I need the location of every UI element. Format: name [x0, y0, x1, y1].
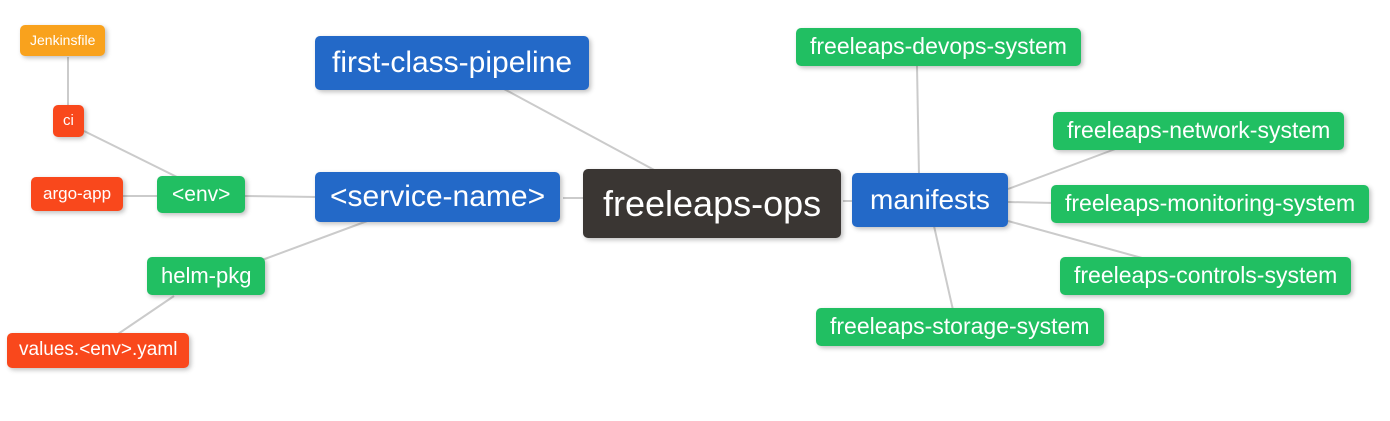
edge-service-name-helm-pkg: [261, 219, 371, 261]
edge-pipeline-freeleaps-ops: [503, 88, 659, 173]
node-freeleaps-monitoring-system[interactable]: freeleaps-monitoring-system: [1051, 185, 1370, 223]
node-argo-app[interactable]: argo-app: [31, 177, 124, 212]
node-service-name[interactable]: <service-name>: [315, 172, 561, 222]
node-manifests[interactable]: manifests: [852, 173, 1008, 227]
edge-manifests-controls: [1007, 220, 1143, 259]
edge-helm-pkg-values: [114, 295, 175, 337]
node-first-class-pipeline[interactable]: first-class-pipeline: [315, 36, 590, 90]
node-freeleaps-controls-system[interactable]: freeleaps-controls-system: [1060, 257, 1352, 295]
node-freeleaps-devops-system[interactable]: freeleaps-devops-system: [796, 28, 1081, 66]
edge-env-service-name: [242, 195, 319, 198]
node-jenkinsfile[interactable]: Jenkinsfile: [20, 25, 106, 56]
node-helm-pkg[interactable]: helm-pkg: [147, 257, 266, 296]
edge-manifests-devops: [916, 65, 920, 177]
node-ci[interactable]: ci: [53, 105, 84, 137]
node-freeleaps-storage-system[interactable]: freeleaps-storage-system: [816, 308, 1104, 346]
edge-manifests-monitoring: [1007, 201, 1056, 204]
node-freeleaps-ops-root[interactable]: freeleaps-ops: [583, 169, 842, 239]
node-values-env-yaml[interactable]: values.<env>.yaml: [7, 333, 190, 368]
edge-ci-env: [83, 130, 184, 181]
edge-manifests-storage: [933, 225, 954, 311]
edge-manifests-network: [1007, 147, 1119, 190]
node-env[interactable]: <env>: [157, 176, 246, 214]
node-freeleaps-network-system[interactable]: freeleaps-network-system: [1053, 112, 1345, 150]
